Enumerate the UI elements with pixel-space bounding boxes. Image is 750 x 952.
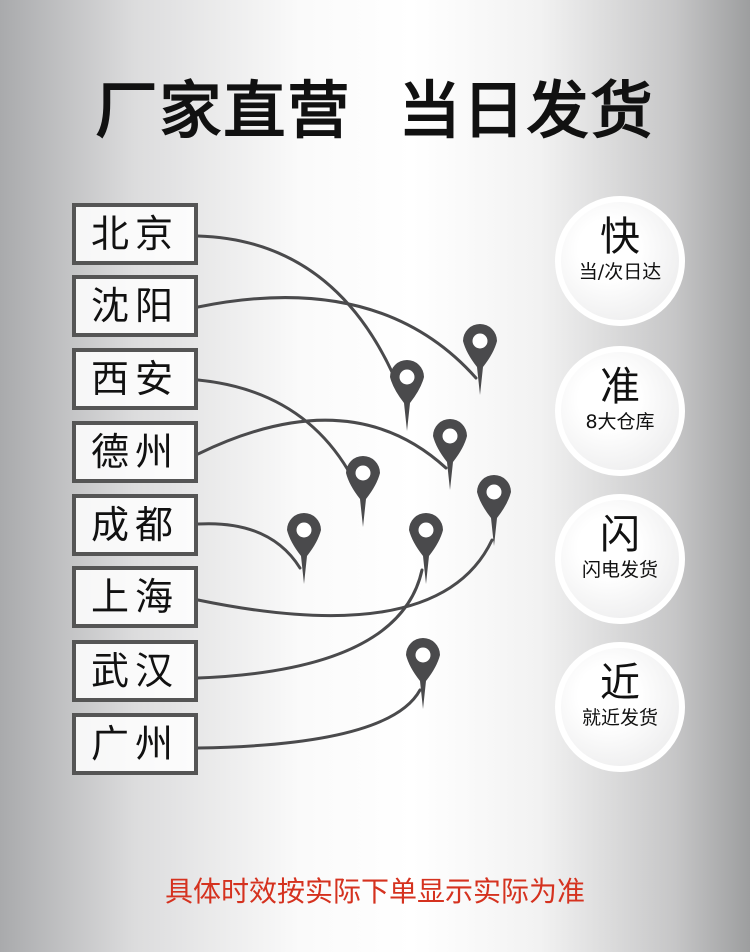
location-pin-icon <box>409 513 443 584</box>
route-shenyang <box>196 296 478 380</box>
feature-desc: 当/次日达 <box>578 261 662 283</box>
city-shenyang: 沈阳 <box>72 275 198 337</box>
location-pin-icon <box>477 475 511 546</box>
feature-title: 近 <box>600 660 640 706</box>
feature-title: 准 <box>600 364 640 410</box>
city-dezhou: 德州 <box>72 421 198 483</box>
location-pin-icon <box>433 419 467 490</box>
feature-near: 近 就近发货 <box>555 642 685 772</box>
city-xian: 西安 <box>72 348 198 410</box>
feature-title: 闪 <box>600 512 640 558</box>
pin-hole <box>415 647 431 663</box>
pin-hole <box>399 369 415 385</box>
feature-desc: 就近发货 <box>581 707 658 729</box>
headline: 厂家直营 当日发货 <box>95 74 655 147</box>
city-guangzhou: 广州 <box>72 713 198 775</box>
route-shanghai <box>196 538 494 618</box>
feature-title: 快 <box>600 214 640 260</box>
pin-hole <box>486 484 502 500</box>
location-pin-icon <box>406 638 440 709</box>
feature-fast: 快 当/次日达 <box>555 196 685 326</box>
route-wuhan <box>196 568 424 680</box>
route-dezhou <box>196 418 448 470</box>
feature-desc: 8大仓库 <box>585 411 655 433</box>
route-chengdu <box>196 522 302 570</box>
feature-flash: 闪 闪电发货 <box>555 494 685 624</box>
feature-accurate: 准 8大仓库 <box>555 346 685 476</box>
pin-hole <box>296 522 312 538</box>
route-guangzhou <box>196 688 422 750</box>
city-wuhan: 武汉 <box>72 640 198 702</box>
pin-hole <box>418 522 434 538</box>
city-beijing: 北京 <box>72 203 198 265</box>
pin-hole <box>355 465 371 481</box>
location-pin-icon <box>390 360 424 431</box>
location-pin-icon <box>463 324 497 395</box>
route-beijing <box>196 234 394 374</box>
disclaimer: 具体时效按实际下单显示实际为准 <box>164 875 585 908</box>
pin-hole <box>472 333 488 349</box>
route-xian <box>196 378 350 472</box>
location-pin-icon <box>346 456 380 527</box>
location-pin-icon <box>287 513 321 584</box>
city-shanghai: 上海 <box>72 566 198 628</box>
pin-hole <box>442 428 458 444</box>
feature-desc: 闪电发货 <box>581 559 658 581</box>
city-chengdu: 成都 <box>72 494 198 556</box>
